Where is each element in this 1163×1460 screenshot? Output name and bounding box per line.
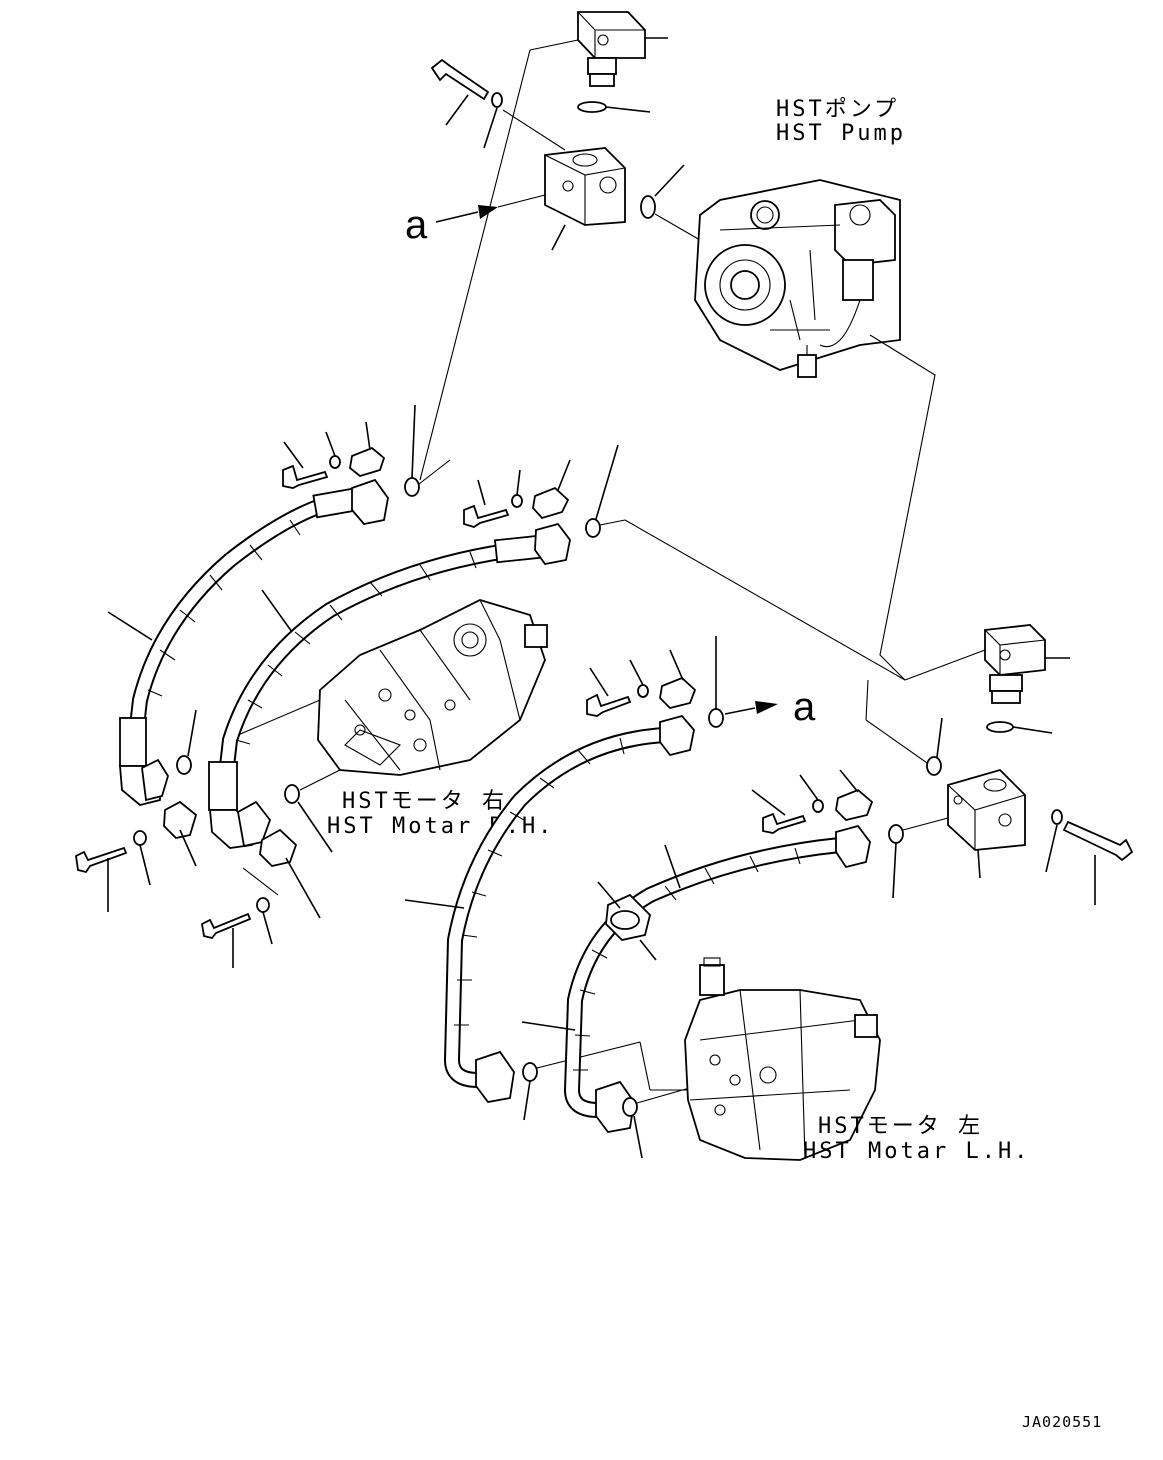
drawing-code: JA020551 [1022, 1413, 1102, 1431]
hose1-lower-bolt-set [75, 800, 198, 912]
hst-motor-lh-label-en: HST Motar L.H. [803, 1139, 1030, 1164]
hst-pump-label-jp: HSTポンプ [776, 97, 899, 122]
hst-motor-rh-label-jp: HSTモータ 右 [342, 789, 507, 814]
hose2-o-ring [284, 769, 341, 853]
ref-letter-a-left: a [405, 203, 428, 247]
hose1-bolt-set [282, 404, 451, 497]
hst-pump: HSTポンプ HST Pump [694, 97, 986, 681]
reference-arrow-right: a [724, 685, 816, 729]
top-valve-block [419, 39, 626, 481]
top-sensor-fitting [577, 11, 668, 87]
hose3-bolt-set [586, 636, 724, 728]
hst-motor-rh: HSTモータ 右 HST Motar R.H. [237, 599, 551, 839]
right-upper-o-ring [926, 717, 943, 776]
hose4-bolt-set [751, 769, 949, 899]
right-sensor-fitting [984, 624, 1070, 704]
hose2 [208, 522, 571, 849]
hose1-o-ring [176, 709, 197, 775]
right-flange-bolt [1045, 809, 1134, 905]
top-flange-bolt [430, 58, 566, 151]
hose4 [521, 824, 871, 1133]
hose2-lower-bolt-set [201, 828, 321, 968]
hose2-bolt-set [463, 444, 906, 681]
hose1 [107, 478, 389, 806]
hst-motor-lh-label-jp: HSTモータ 左 [818, 1114, 983, 1139]
hst-motor-lh: HSTモータ 左 HST Motar L.H. [684, 957, 1030, 1164]
hose3 [404, 714, 695, 1103]
reference-arrow-left: a [405, 194, 546, 247]
top-o-ring [577, 101, 651, 113]
right-valve-block [865, 679, 1026, 879]
right-o-ring [986, 721, 1053, 734]
ref-letter-a-right: a [793, 685, 816, 729]
pump-o-ring [640, 164, 701, 241]
hst-pump-label-en: HST Pump [776, 121, 906, 146]
